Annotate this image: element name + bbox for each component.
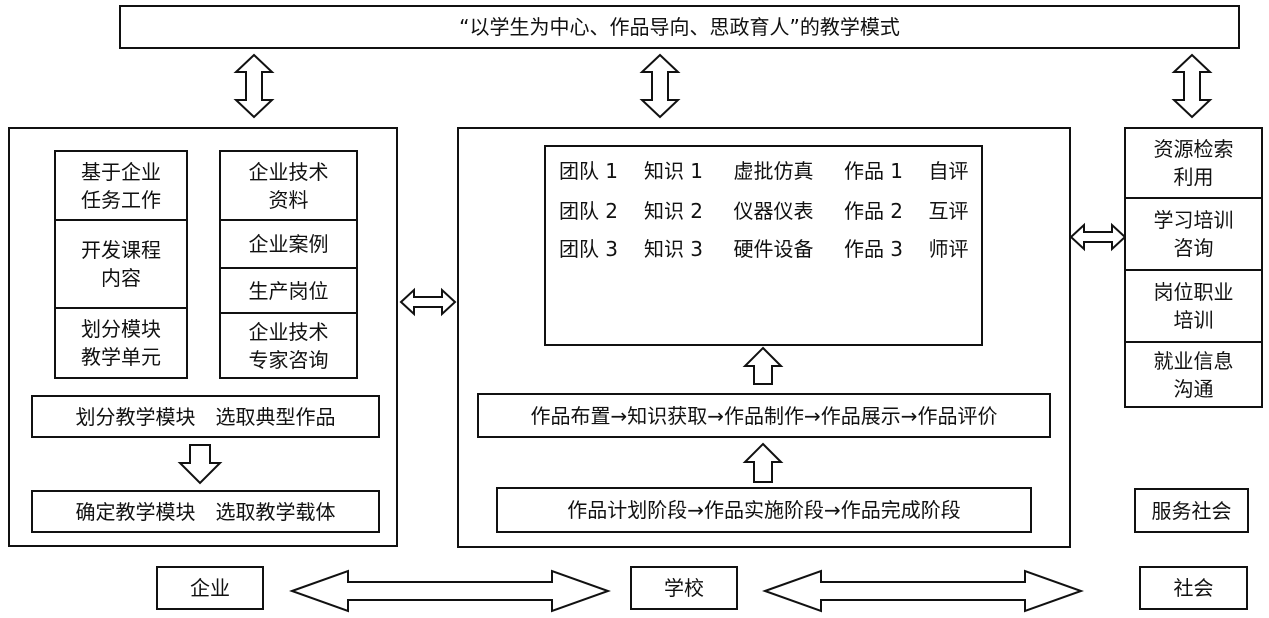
grid-cell-team-2: 团队 2 xyxy=(558,199,619,223)
school-label-box: 学校 xyxy=(630,566,738,610)
vertical-double-arrow-center xyxy=(639,53,681,119)
serve-society-label: 服务社会 xyxy=(1151,498,1232,523)
service-resource-search-label: 资源检索 利用 xyxy=(1153,137,1234,189)
society-label: 社会 xyxy=(1173,576,1214,600)
service-employment-info: 就业信息 沟通 xyxy=(1126,343,1261,406)
service-job-training: 岗位职业 培训 xyxy=(1126,271,1261,343)
process-flow: 作品布置→知识获取→作品制作→作品展示→作品评价 xyxy=(477,393,1051,438)
grid-cell-work-3: 作品 3 xyxy=(843,237,904,261)
horizontal-double-arrow-school-society xyxy=(762,569,1084,613)
grid-cell-team-3: 团队 3 xyxy=(558,237,619,261)
left-step-2-label: 确定教学模块 选取教学载体 xyxy=(75,499,336,524)
service-training: 学习培训 咨询 xyxy=(1126,199,1261,271)
col1-item-task-label: 基于企业 任务工作 xyxy=(81,159,161,212)
down-arrow-left xyxy=(177,444,223,485)
col2-item-tech-docs: 企业技术 资料 xyxy=(221,152,356,221)
left-step-2: 确定教学模块 选取教学载体 xyxy=(31,490,380,533)
grid-row-1: 团队 1 知识 1 虚批仿真 作品 1 自评 xyxy=(546,155,981,184)
col2-item-expert: 企业技术 专家咨询 xyxy=(221,314,356,377)
left-step-1-label: 划分教学模块 选取典型作品 xyxy=(75,404,336,429)
stage-flow: 作品计划阶段→作品实施阶段→作品完成阶段 xyxy=(496,487,1032,533)
vertical-double-arrow-left xyxy=(233,53,275,119)
col2-item-cases: 企业案例 xyxy=(221,221,356,269)
grid-row-3: 团队 3 知识 3 硬件设备 作品 3 师评 xyxy=(546,233,981,262)
grid-row-2: 团队 2 知识 2 仪器仪表 作品 2 互评 xyxy=(546,195,981,224)
society-label-box: 社会 xyxy=(1139,566,1248,610)
service-employment-info-label: 就业信息 沟通 xyxy=(1153,348,1234,401)
grid-cell-eval-3: 师评 xyxy=(928,237,969,261)
col1-item-task: 基于企业 任务工作 xyxy=(56,152,186,221)
grid-cell-knowledge-2: 知识 2 xyxy=(643,199,704,223)
stage-flow-label: 作品计划阶段→作品实施阶段→作品完成阶段 xyxy=(567,498,961,522)
col2-item-expert-label: 企业技术 专家咨询 xyxy=(248,319,329,372)
up-arrow-center-2 xyxy=(742,442,784,483)
grid-cell-eval-2: 互评 xyxy=(928,199,969,223)
enterprise-label: 企业 xyxy=(190,576,230,600)
col2-item-post-label: 生产岗位 xyxy=(248,278,329,303)
service-resource-search: 资源检索 利用 xyxy=(1126,129,1261,199)
grid-cell-knowledge-1: 知识 1 xyxy=(643,159,704,183)
col1-item-divide-label: 划分模块 教学单元 xyxy=(81,317,161,369)
service-job-training-label: 岗位职业 培训 xyxy=(1153,280,1234,332)
top-banner: “以学生为中心、作品导向、思政育人”的教学模式 xyxy=(119,5,1240,49)
grid-cell-resource-3: 硬件设备 xyxy=(733,237,814,261)
work-grid: 团队 1 知识 1 虚批仿真 作品 1 自评 团队 2 知识 2 仪器仪表 作品… xyxy=(544,145,983,346)
up-arrow-center-1 xyxy=(742,346,784,385)
vertical-double-arrow-right xyxy=(1171,53,1213,119)
grid-cell-eval-1: 自评 xyxy=(928,159,969,183)
grid-cell-knowledge-3: 知识 3 xyxy=(643,237,704,261)
top-banner-text: “以学生为中心、作品导向、思政育人”的教学模式 xyxy=(459,15,900,39)
col2-item-post: 生产岗位 xyxy=(221,269,356,314)
society-services: 资源检索 利用 学习培训 咨询 岗位职业 培训 就业信息 沟通 xyxy=(1124,127,1263,408)
enterprise-column-2: 企业技术 资料 企业案例 生产岗位 企业技术 专家咨询 xyxy=(219,150,358,379)
col2-item-tech-docs-label: 企业技术 资料 xyxy=(248,159,329,212)
col1-item-develop: 开发课程 内容 xyxy=(56,221,186,309)
enterprise-column-1: 基于企业 任务工作 开发课程 内容 划分模块 教学单元 xyxy=(54,150,188,379)
process-flow-label: 作品布置→知识获取→作品制作→作品展示→作品评价 xyxy=(530,403,998,428)
col1-item-develop-label: 开发课程 内容 xyxy=(81,238,161,290)
horizontal-double-arrow-enterprise-school xyxy=(289,569,611,613)
enterprise-label-box: 企业 xyxy=(156,566,264,610)
grid-cell-work-1: 作品 1 xyxy=(843,159,904,183)
school-label: 学校 xyxy=(664,576,704,600)
horizontal-double-arrow-center-right xyxy=(1069,222,1127,252)
serve-society-box: 服务社会 xyxy=(1134,488,1249,533)
grid-cell-resource-2: 仪器仪表 xyxy=(733,199,814,223)
grid-cell-team-1: 团队 1 xyxy=(558,159,619,183)
horizontal-double-arrow-left-center xyxy=(399,287,457,317)
service-training-label: 学习培训 咨询 xyxy=(1153,208,1234,260)
col1-item-divide: 划分模块 教学单元 xyxy=(56,309,186,377)
grid-cell-work-2: 作品 2 xyxy=(843,199,904,223)
left-step-1: 划分教学模块 选取典型作品 xyxy=(31,395,380,438)
grid-cell-resource-1: 虚批仿真 xyxy=(733,159,814,183)
col2-item-cases-label: 企业案例 xyxy=(248,232,329,256)
